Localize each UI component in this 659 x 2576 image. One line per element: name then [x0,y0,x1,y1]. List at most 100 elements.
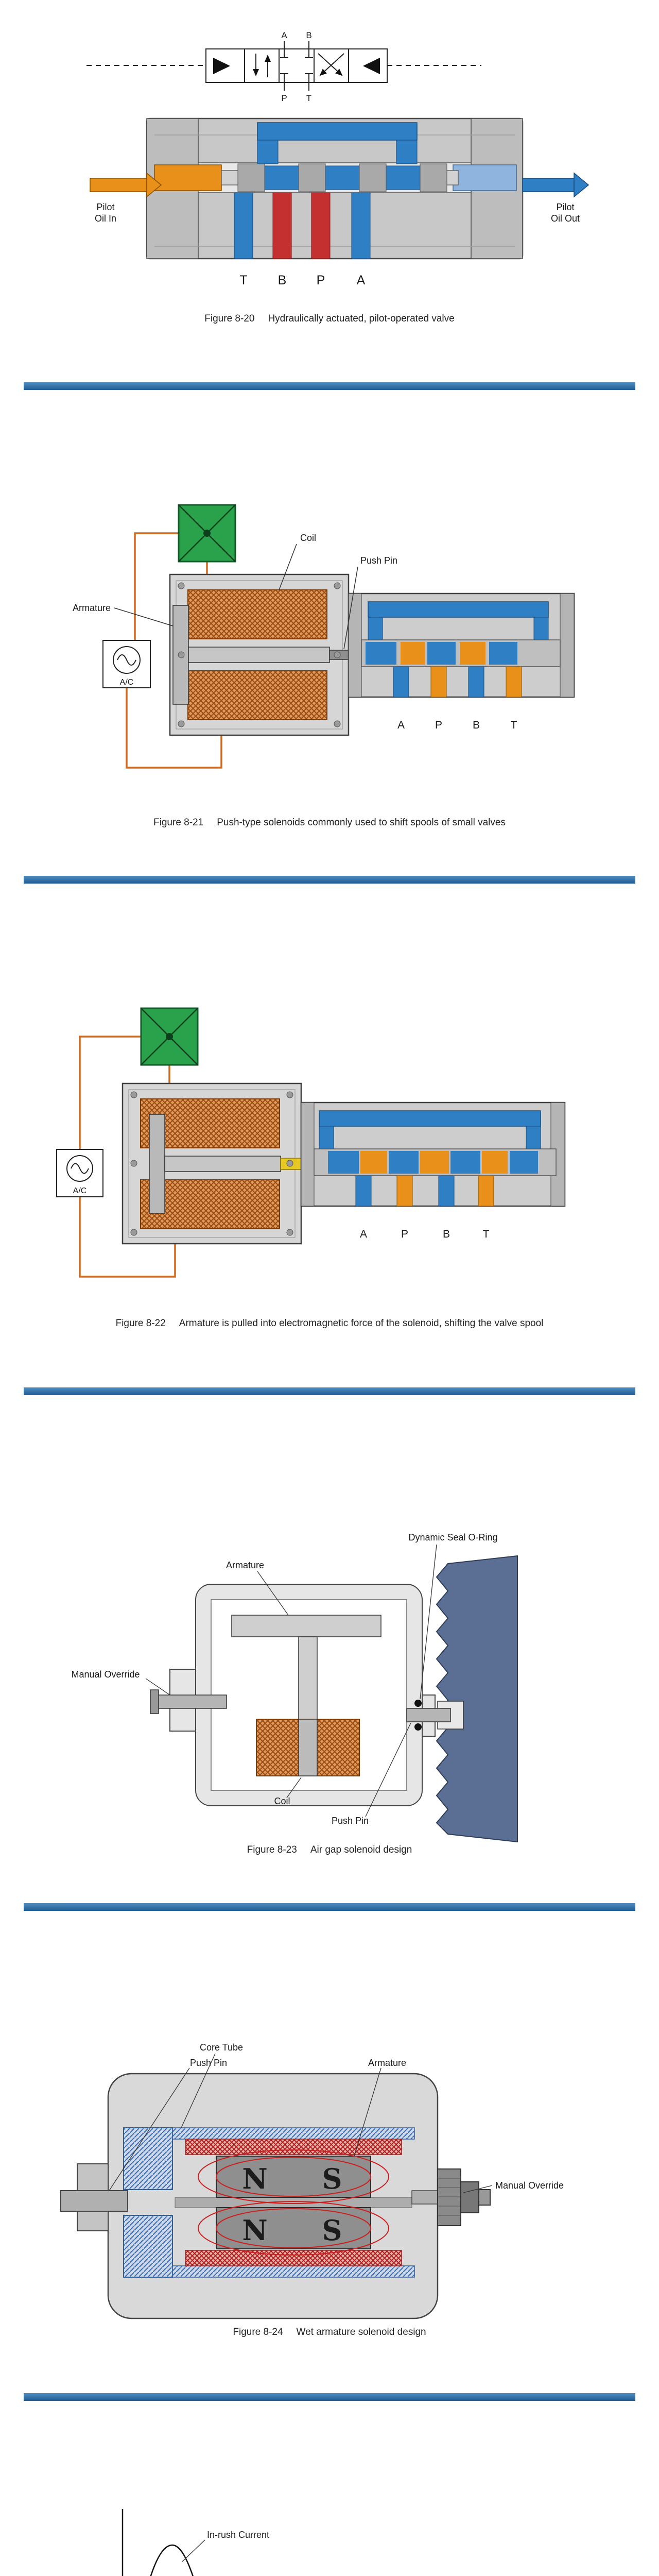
valve-port-t [478,1175,494,1207]
small-valve-body [348,592,575,698]
manual-override-knob [150,1689,159,1714]
sine-wave [117,654,136,666]
dynamic-seal-leader [420,1544,437,1700]
section-divider [24,876,635,884]
flux-lines [198,2149,389,2256]
dynamic-seal-label: Dynamic Seal O-Ring [408,1532,497,1543]
section-divider [24,1903,635,1911]
body-screws [178,582,341,727]
valve-symbol [86,41,481,91]
valve-mount-block [436,1555,518,1843]
bottom-port-p: P [317,273,325,287]
ac-label: A/C [120,678,134,687]
armature-label: Armature [368,2058,406,2068]
top-passage-leg-right [396,140,418,164]
armature-rod [411,2190,438,2205]
section-divider [24,382,635,390]
pilot-in-label-line1: Pilot [96,202,114,212]
pilot-return-chamber [453,164,517,191]
ac-sine-circle [113,646,141,674]
magnet-n-top: N [242,2162,267,2195]
manual-override-label: Manual Override [71,1669,140,1680]
body-screws [130,1091,293,1236]
coil-label: Coil [274,1796,290,1806]
port-label-t: T [511,719,517,731]
oil-chamber-3 [386,165,421,190]
section-divider [24,2393,635,2401]
flow-arrow-cross1 [318,53,343,76]
armature-center [175,2197,412,2208]
coil-winding-top [185,2139,402,2155]
valve-port-p [396,1175,413,1207]
push-pin [406,1708,451,1722]
small-valve-body [300,1101,566,1207]
manual-override-pin [154,1694,227,1709]
pilot-triangle-right [363,58,380,74]
manual-override-screw [437,2168,491,2226]
pilot-out-label-line1: Pilot [556,202,574,212]
armature-post [298,1636,318,1720]
push-pin-leader [365,1722,411,1817]
valve-envelope-left [244,48,280,83]
port-label-b: B [473,719,480,731]
port-label-p: P [401,1228,408,1240]
port-label-t: T [483,1228,490,1240]
pilot-actuator-box-right [348,48,388,83]
pilot-triangle-left [213,58,230,74]
magnet-n-bottom: N [242,2214,267,2247]
valve-port-t [506,666,522,698]
bottom-port-a: A [357,273,366,287]
coil-leader [287,1777,302,1798]
symbol-port-t: T [306,93,311,103]
push-pin-leader [109,2067,190,2191]
pilot-in-label-line2: Oil In [95,213,116,224]
o-ring-bottom [414,1723,422,1731]
spool-land-2 [298,163,326,192]
port-label-a: A [397,719,405,731]
coil-winding-top [187,589,327,639]
wiring [79,1036,176,1278]
push-pin-label: Push Pin [360,555,397,566]
spool-land-3 [359,163,387,192]
ac-sine-circle [66,1155,93,1182]
symbol-port-b: B [306,30,311,40]
valve-port-a [393,666,409,698]
coil-label: Coil [300,533,316,543]
figure-8-21: A/C [73,504,575,828]
current-curve [150,2544,194,2576]
armature-label: Armature [226,1560,264,1570]
ac-source: A/C [102,640,151,688]
coil-top-view [140,1007,199,1066]
pilot-in-arrow [90,172,162,198]
inrush-leader [182,2539,205,2562]
armature-core [164,1156,281,1172]
top-passage-leg-left [257,140,279,164]
valve-port-p [430,666,447,698]
port-channel-a [351,192,371,259]
coil-core [298,1719,318,1776]
push-pin [60,2190,128,2212]
section-divider [24,1387,635,1395]
valve-port-a [355,1175,372,1207]
top-passage-blue [257,122,418,141]
armature-leader [354,2067,381,2157]
solenoid-body [122,1082,331,1245]
wet-armature-solenoid: N S N S [60,2073,491,2319]
valve-port-b [438,1175,455,1207]
magnet-s-bottom: S [322,2214,342,2247]
pilot-valve-cross-section [90,117,589,260]
pilot-pressure-chamber [154,164,222,191]
port-channel-b [272,192,292,259]
figure-8-24: N S N S Core Tube Push Pin Armature Manu… [60,2042,564,2337]
figure-8-25-chart: Current In-rush Current Holding Current … [122,2509,269,2576]
core-tube-block-bottom [123,2215,173,2278]
solenoid-body [169,573,362,736]
manual-override-leader [463,2185,493,2193]
core-tube-leader [181,2053,216,2128]
